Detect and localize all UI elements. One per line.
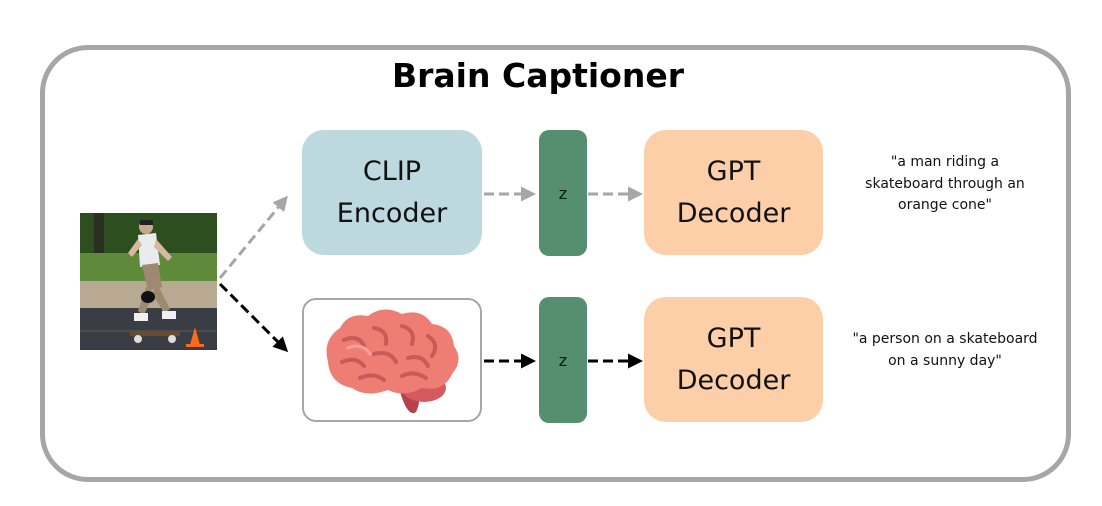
clip-encoder-line2: Encoder xyxy=(336,197,448,229)
latent-z-bottom: z xyxy=(539,297,587,423)
arrow-image-to-brain xyxy=(218,282,289,353)
gpt-decoder-top: GPT Decoder xyxy=(644,130,823,255)
arrow-image-to-clip xyxy=(218,195,288,279)
latent-z-top-label: z xyxy=(558,183,568,203)
gpt-decoder-bottom-line2: Decoder xyxy=(676,364,791,396)
diagram-frame xyxy=(40,45,1071,482)
caption-bottom: "a person on a skateboard on a sunny day… xyxy=(852,331,1038,369)
latent-z-top: z xyxy=(539,130,587,256)
input-image xyxy=(80,213,217,350)
clip-encoder-box: CLIP Encoder xyxy=(302,130,482,255)
gpt-decoder-bottom-line1: GPT xyxy=(706,322,761,354)
caption-top: "a man riding a skateboard through an or… xyxy=(865,154,1025,214)
brain-encoder-box xyxy=(302,298,482,422)
gpt-decoder-top-line2: Decoder xyxy=(676,197,791,229)
gpt-decoder-top-line1: GPT xyxy=(706,155,761,187)
latent-z-bottom-label: z xyxy=(558,350,568,370)
brain-icon xyxy=(326,309,459,414)
clip-encoder-line1: CLIP xyxy=(362,155,422,187)
diagram-title: Brain Captioner xyxy=(391,56,684,95)
gpt-decoder-bottom: GPT Decoder xyxy=(644,297,823,422)
